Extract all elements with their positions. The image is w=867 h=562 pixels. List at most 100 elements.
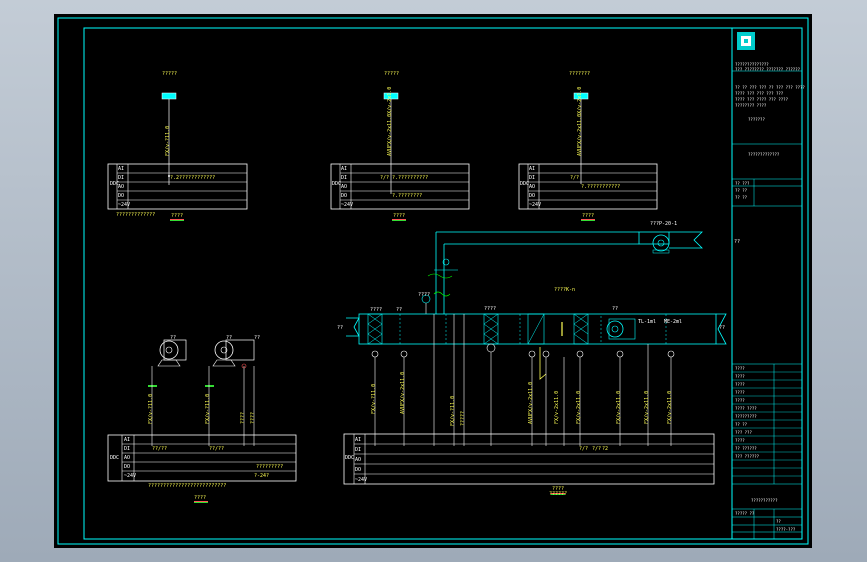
row-ai: AI bbox=[529, 166, 536, 172]
row-do: DO bbox=[341, 193, 348, 199]
row-24v: ~24V bbox=[118, 202, 131, 208]
ahu-right-label: ?? bbox=[719, 325, 726, 331]
row-24v: ~24V bbox=[341, 202, 354, 208]
project-name-2: ????????????? bbox=[748, 152, 780, 157]
ahu-row-do: DO bbox=[355, 467, 362, 473]
row-ao: AO bbox=[341, 184, 348, 190]
signal-8: FX/v-2x11.0 bbox=[616, 390, 622, 424]
company-info-4: ???????? ???? bbox=[735, 103, 767, 108]
panel-2-ddc: DDC bbox=[332, 181, 342, 187]
panel-2-tag: ????? bbox=[384, 71, 400, 77]
fans-do-note: ????????? bbox=[256, 464, 284, 470]
ahu-row-ao: AO bbox=[355, 457, 362, 463]
sig-row-11: ?? ?????? bbox=[735, 446, 757, 451]
project-name: ??????? bbox=[748, 117, 765, 122]
panel-3-title: ???? bbox=[582, 213, 595, 219]
signal-6: FX/v-2x11.0 bbox=[554, 390, 560, 424]
fans-ao-note: ??/?? bbox=[152, 446, 168, 452]
filter-1 bbox=[367, 313, 383, 345]
ahu-tag-2: ???? bbox=[484, 306, 497, 312]
signal-4: ????? bbox=[460, 410, 466, 426]
row-ao: AO bbox=[529, 184, 536, 190]
fans-ao-note-2: ??/?? bbox=[209, 446, 225, 452]
signal-1: FX/v-?11.0 bbox=[371, 383, 377, 414]
panel-1-title: ???? bbox=[171, 213, 184, 219]
ahu-left-label: ?? bbox=[337, 325, 344, 331]
ahu-tag-1: ???? bbox=[370, 307, 383, 313]
sig-row-4: ???? bbox=[735, 390, 745, 395]
ahu-tag-4: ?? bbox=[396, 307, 403, 313]
company-info-2: ???? ??? ??? ??? ??? bbox=[735, 91, 784, 96]
tb-row-3: ?? ?? bbox=[735, 195, 748, 200]
panel-2-note-di: ?.?????????? bbox=[392, 175, 429, 181]
sig-row-3: ???? bbox=[735, 382, 745, 387]
panel-3-note-di: ?.??????????? bbox=[581, 184, 621, 190]
sheet-no: ?? bbox=[776, 519, 781, 524]
ahu-ddc-panel bbox=[343, 433, 715, 495]
company-info-3: ???? ??? ???? ??? ???? bbox=[735, 97, 788, 102]
signal-9: FX/v-2x11.0 bbox=[644, 390, 650, 424]
ahu-center-label: ????K-n bbox=[554, 287, 576, 293]
tb-row-1: ?? ??? bbox=[735, 181, 750, 186]
fans-footnote: ?????????????????????????? bbox=[148, 483, 227, 489]
fans-row-ai: AI bbox=[124, 437, 131, 443]
exhaust-fan-icon bbox=[652, 234, 670, 252]
panel-2-title: ???? bbox=[393, 213, 406, 219]
ahu-row-24v: ~24V bbox=[355, 477, 368, 483]
coil bbox=[527, 313, 545, 345]
panel-2-note-do: ?.???????? bbox=[392, 193, 423, 199]
panel-3 bbox=[518, 92, 658, 221]
fans-row-ao: AO bbox=[124, 455, 131, 461]
fans-group bbox=[107, 339, 297, 503]
panel-2-signal: AVUFX/v-2x11.0X/v-2x1.0 bbox=[387, 86, 393, 156]
ahu-title: ???? bbox=[552, 486, 565, 492]
fan-2-icon bbox=[214, 340, 234, 360]
ahu-tag-5: ?? bbox=[612, 306, 619, 312]
fan-1-icon bbox=[159, 340, 179, 360]
ahu-right-label2: ?? bbox=[734, 239, 741, 245]
fan-signal-4: ???? bbox=[250, 411, 256, 424]
panel-1-tag: ????? bbox=[162, 71, 178, 77]
fans-note-2: ?-24? bbox=[254, 473, 270, 479]
drawing-no: ????? ?? bbox=[735, 511, 755, 516]
row-do: DO bbox=[529, 193, 536, 199]
row-di: DI bbox=[118, 175, 125, 181]
signal-5: AVUFX/v-2x11.0 bbox=[528, 381, 534, 424]
row-do: DO bbox=[118, 193, 125, 199]
ahu-row-ai: AI bbox=[355, 437, 362, 443]
panel-1-note: ?.2???????????? bbox=[170, 175, 216, 181]
drawing-title: ??????????? bbox=[751, 498, 778, 503]
duct-label: ???P-20-1 bbox=[650, 221, 678, 227]
row-ai: AI bbox=[341, 166, 348, 172]
drawing-sheet: ????? FX/v-?11.0 AI DI AO DO ~24V DDC ?.… bbox=[54, 14, 812, 548]
company-info-1: ?? ?? ??? ??? ?? ??? ??? ???? bbox=[735, 85, 805, 90]
ahu-title-2: ?????? bbox=[549, 491, 568, 497]
signal-10: FX/v-2x11.0 bbox=[667, 390, 673, 424]
fan-signal-3: ???? bbox=[240, 411, 246, 424]
row-di: DI bbox=[529, 175, 536, 181]
company-name-en: ??? ???????? ??????? ?????? bbox=[735, 67, 801, 72]
sig-row-12: ??? ?????? bbox=[735, 454, 760, 459]
schematic-drawing bbox=[57, 17, 809, 545]
sig-row-7: ????????? bbox=[735, 414, 757, 419]
fans-title: ???? bbox=[194, 495, 207, 501]
ahu-row-note-3: ?2 bbox=[602, 446, 609, 452]
fan-label-1: TL-1ml bbox=[638, 319, 657, 325]
panel-1-footnote: ????????????? bbox=[116, 212, 156, 218]
ahu-row-di: DI bbox=[355, 447, 362, 453]
row-di: DI bbox=[341, 175, 348, 181]
signal-2: AVUFX/v-2x11.0 bbox=[400, 371, 406, 414]
panel-1-signal: FX/v-?11.0 bbox=[165, 125, 171, 156]
ahu-tag-3: ???? bbox=[418, 292, 431, 298]
ahu-row-note-1: ?/? bbox=[579, 446, 589, 452]
sig-row-8: ?? ?? bbox=[735, 422, 748, 427]
panel-3-signal: AVUFX/v-2x11.0X/v-2x1.0 bbox=[577, 86, 583, 156]
tb-row-2: ?? ?? bbox=[735, 188, 748, 193]
version: ????-??? bbox=[776, 527, 796, 532]
panel-1 bbox=[107, 92, 248, 221]
panel-3-note-ai: ?/? bbox=[570, 175, 580, 181]
row-ao: AO bbox=[118, 184, 125, 190]
inner-frame bbox=[83, 27, 803, 540]
fan-signal-2: FX/v-?11.0 bbox=[205, 393, 211, 424]
humidifier bbox=[573, 313, 589, 345]
